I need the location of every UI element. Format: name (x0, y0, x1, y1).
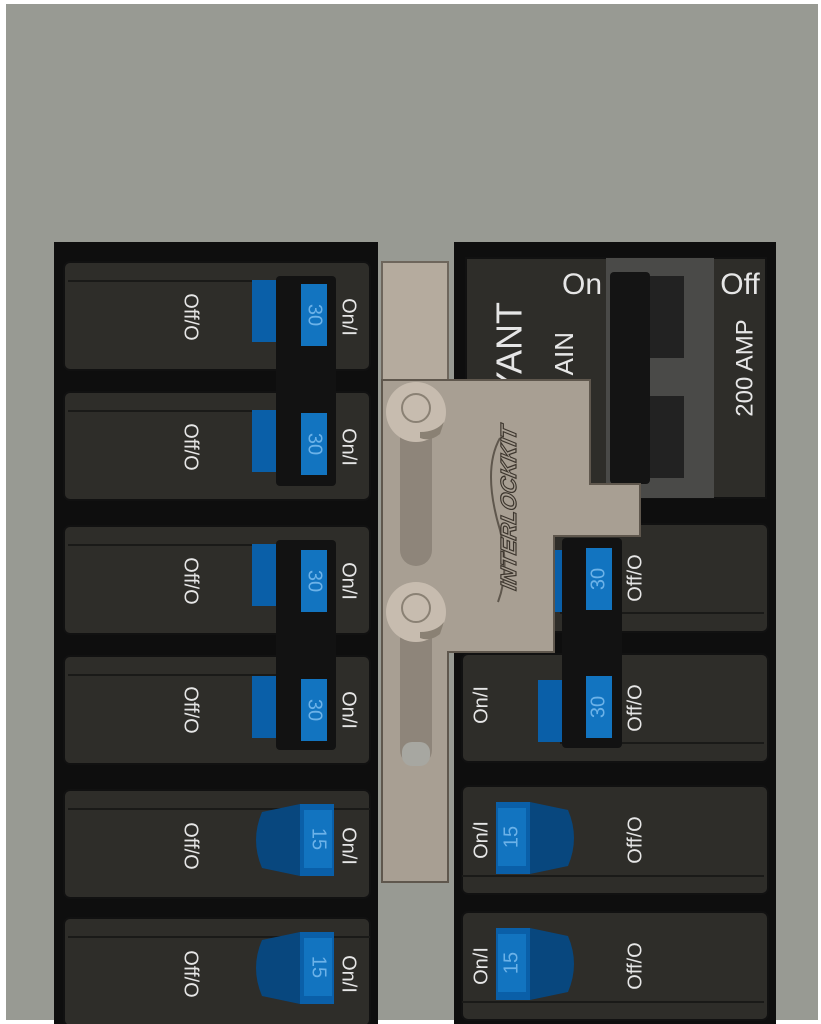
main-breaker-gap (650, 362, 706, 392)
rating-label-bg (301, 284, 327, 346)
left-breaker-1-off: Off/O (180, 293, 202, 340)
interlock-slot-lower (400, 610, 432, 766)
interlock-plate[interactable] (381, 379, 641, 883)
rating-label-bg (304, 810, 332, 868)
rating-label-bg (304, 938, 332, 996)
right-breaker-4-off: Off/O (624, 942, 646, 989)
rating-label-bg (301, 679, 327, 741)
right-breaker-2-on: On/I (470, 686, 492, 724)
main-breaker-pole-1 (650, 276, 684, 358)
right-breaker-4[interactable] (461, 911, 769, 1021)
rating-label-bg (301, 550, 327, 612)
right-breaker-1-rating: 30 (587, 568, 609, 590)
right-breaker-2-rating: 30 (587, 696, 609, 718)
rating-label-bg (498, 808, 526, 866)
right-breaker-4-rating: 15 (500, 952, 522, 974)
right-breaker-3-off: Off/O (624, 816, 646, 863)
rating-label-bg (301, 413, 327, 475)
left-breaker-4-rating: 30 (304, 699, 326, 721)
right-breaker-3-on: On/I (470, 821, 492, 859)
left-breaker-5-rating: 15 (308, 828, 330, 850)
left-breaker-5-on: On/I (338, 827, 360, 865)
left-breaker-3-rating: 30 (304, 570, 326, 592)
left-breaker-6-on: On/I (338, 955, 360, 993)
interlock-logo-swoosh (490, 437, 506, 603)
main-breaker-rating: 200 AMP (731, 319, 758, 416)
rating-label-bg (498, 934, 526, 992)
left-breaker-3-on: On/I (338, 562, 360, 600)
left-breaker-6[interactable] (63, 917, 371, 1024)
right-breaker-3-rating: 15 (500, 826, 522, 848)
left-breaker-1-on: On/I (338, 298, 360, 336)
left-breaker-2-on: On/I (338, 428, 360, 466)
interlock-bolt-upper[interactable] (386, 382, 446, 442)
left-breaker-6-off: Off/O (180, 950, 202, 997)
interlock-slot-upper (400, 400, 432, 566)
left-breaker-2-rating: 30 (304, 433, 326, 455)
left-breaker-3-off: Off/O (180, 557, 202, 604)
interlock-brand: INTERLOCKKIT (496, 421, 521, 592)
left-breaker-6-rating: 15 (308, 956, 330, 978)
rating-label-bg (586, 548, 612, 610)
interlock-slot-end (402, 742, 430, 766)
left-breaker-1-rating: 30 (304, 304, 326, 326)
left-breaker-5-off: Off/O (180, 822, 202, 869)
left-breaker-4-on: On/I (338, 691, 360, 729)
right-breaker-4-on: On/I (470, 947, 492, 985)
interlock-bolt-lower[interactable] (386, 582, 446, 642)
main-breaker-on-label: On (562, 268, 602, 301)
left-breaker-5[interactable] (63, 789, 371, 899)
main-breaker-handle[interactable] (610, 272, 650, 484)
left-breaker-4-off: Off/O (180, 686, 202, 733)
main-breaker-pole-2 (650, 396, 684, 478)
rating-label-bg (586, 676, 612, 738)
main-breaker[interactable] (465, 257, 767, 499)
main-breaker-off-label: Off (720, 268, 760, 301)
left-breaker-2-off: Off/O (180, 423, 202, 470)
right-breaker-2-off: Off/O (624, 684, 646, 731)
right-breaker-3[interactable] (461, 785, 769, 895)
right-breaker-1-off: Off/O (624, 554, 646, 601)
main-breaker-subtitle: AIN (549, 332, 579, 375)
